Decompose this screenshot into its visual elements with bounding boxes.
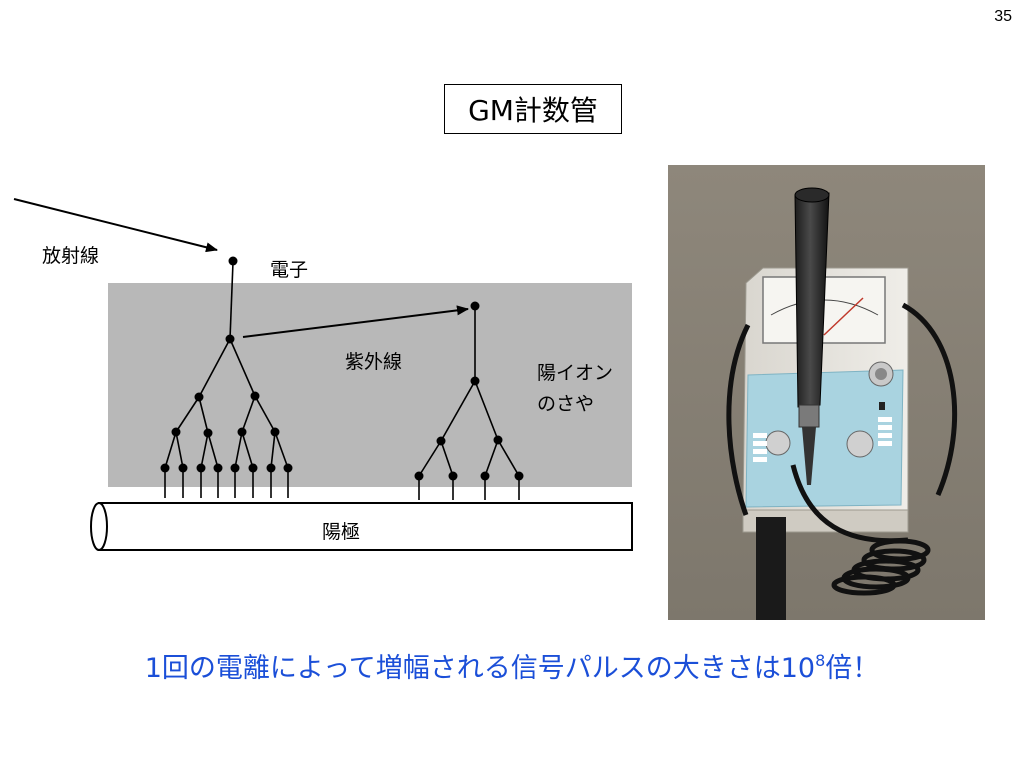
anode-tube: [90, 502, 633, 551]
caption: 1回の電離によって増幅される信号パルスの大きさは108倍！: [0, 646, 1024, 685]
anode-label: 陽極: [322, 521, 360, 543]
radiation-arrow: [13, 198, 218, 253]
ion-sheath-label-line1: 陽イオン: [537, 362, 613, 384]
knobs: [765, 361, 894, 458]
radiation-label: 放射線: [42, 245, 99, 267]
electron-dots-right: [414, 301, 524, 481]
electron-dots-left: [160, 256, 293, 473]
caption-exponent: 8: [815, 651, 826, 670]
page-number: 35: [994, 8, 1012, 25]
uv-label: 紫外線: [345, 351, 402, 373]
panel-markings: [753, 417, 892, 462]
uv-arrow: [242, 305, 469, 338]
primary-electron-dot: [228, 256, 238, 266]
electron-avalanche-left: [164, 261, 289, 498]
strap: [756, 517, 786, 620]
gm-counter-diagram: 放射線 電子 紫外線 陽イオン のさや 陽極: [13, 198, 633, 551]
coiled-cable: [726, 302, 958, 596]
caption-suffix: 倍！: [825, 653, 880, 684]
gm-survey-meter-photo: [668, 165, 985, 620]
gm-probe: [794, 187, 830, 485]
ion-sheath-label-line2: のさや: [537, 393, 594, 415]
caption-text: 1回の電離によって増幅される信号パルスの大きさは10: [144, 653, 816, 684]
slide-title: GM計数管: [444, 84, 622, 134]
ion-sheath-region: [108, 283, 632, 487]
electron-label: 電子: [270, 259, 308, 281]
